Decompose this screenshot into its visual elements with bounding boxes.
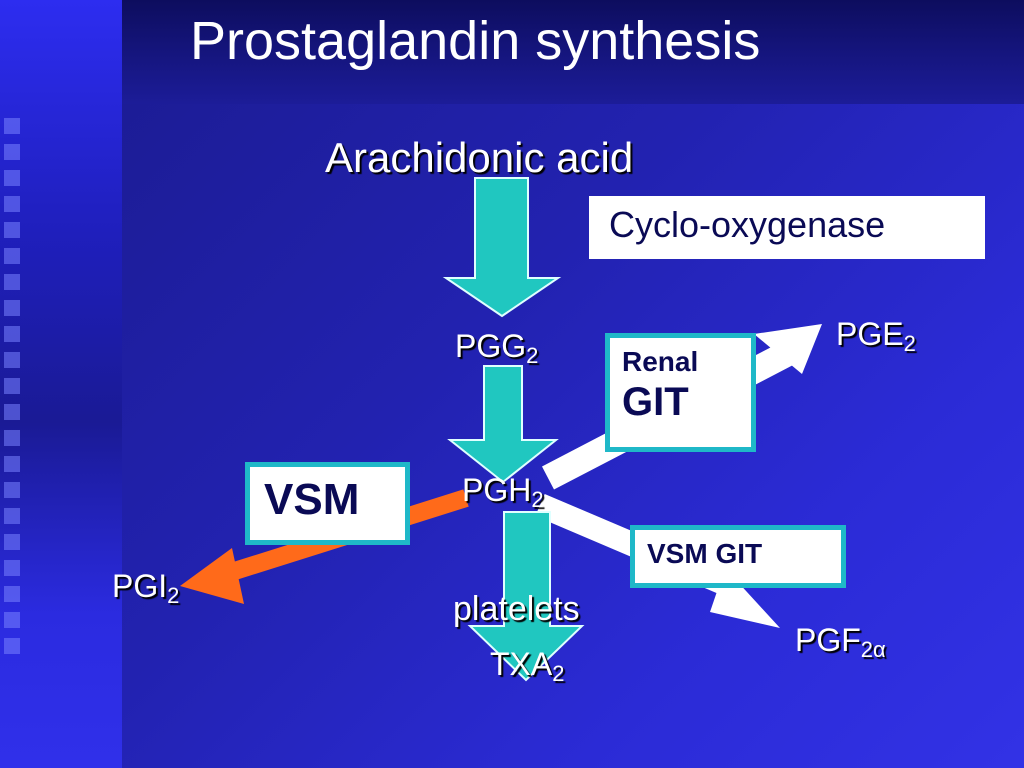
decorative-squares (4, 118, 30, 678)
pgg2-label: PGG2 (455, 328, 539, 368)
pgf2a-label: PGF2α (795, 622, 886, 662)
arrow-pgh2-to-txa2 (467, 511, 585, 682)
git-label: GIT (622, 380, 689, 424)
left-gradient-band (0, 0, 122, 768)
platelets-label: platelets (453, 590, 580, 628)
page-title: Prostaglandin synthesis (190, 11, 761, 71)
vsm-git-box: VSM GIT (630, 525, 846, 588)
cyclo-oxygenase-box: Cyclo-oxygenase (589, 196, 985, 259)
arrow-pgg2-to-pgh2 (447, 365, 559, 484)
renal-label: Renal (622, 346, 699, 377)
pge2-label: PGE2 (836, 316, 916, 356)
arachidonic-acid-label: Arachidonic acid (325, 134, 634, 181)
txa2-label: TXA2 (490, 646, 565, 686)
pgi2-label: PGI2 (112, 568, 180, 608)
top-dark-strip (122, 0, 1024, 104)
pgh2-label: PGH2 (462, 472, 544, 512)
vsm-box: VSM (245, 462, 410, 545)
renal-git-box: Renal GIT (605, 333, 756, 452)
arrow-aa-to-pgg2 (442, 177, 562, 318)
